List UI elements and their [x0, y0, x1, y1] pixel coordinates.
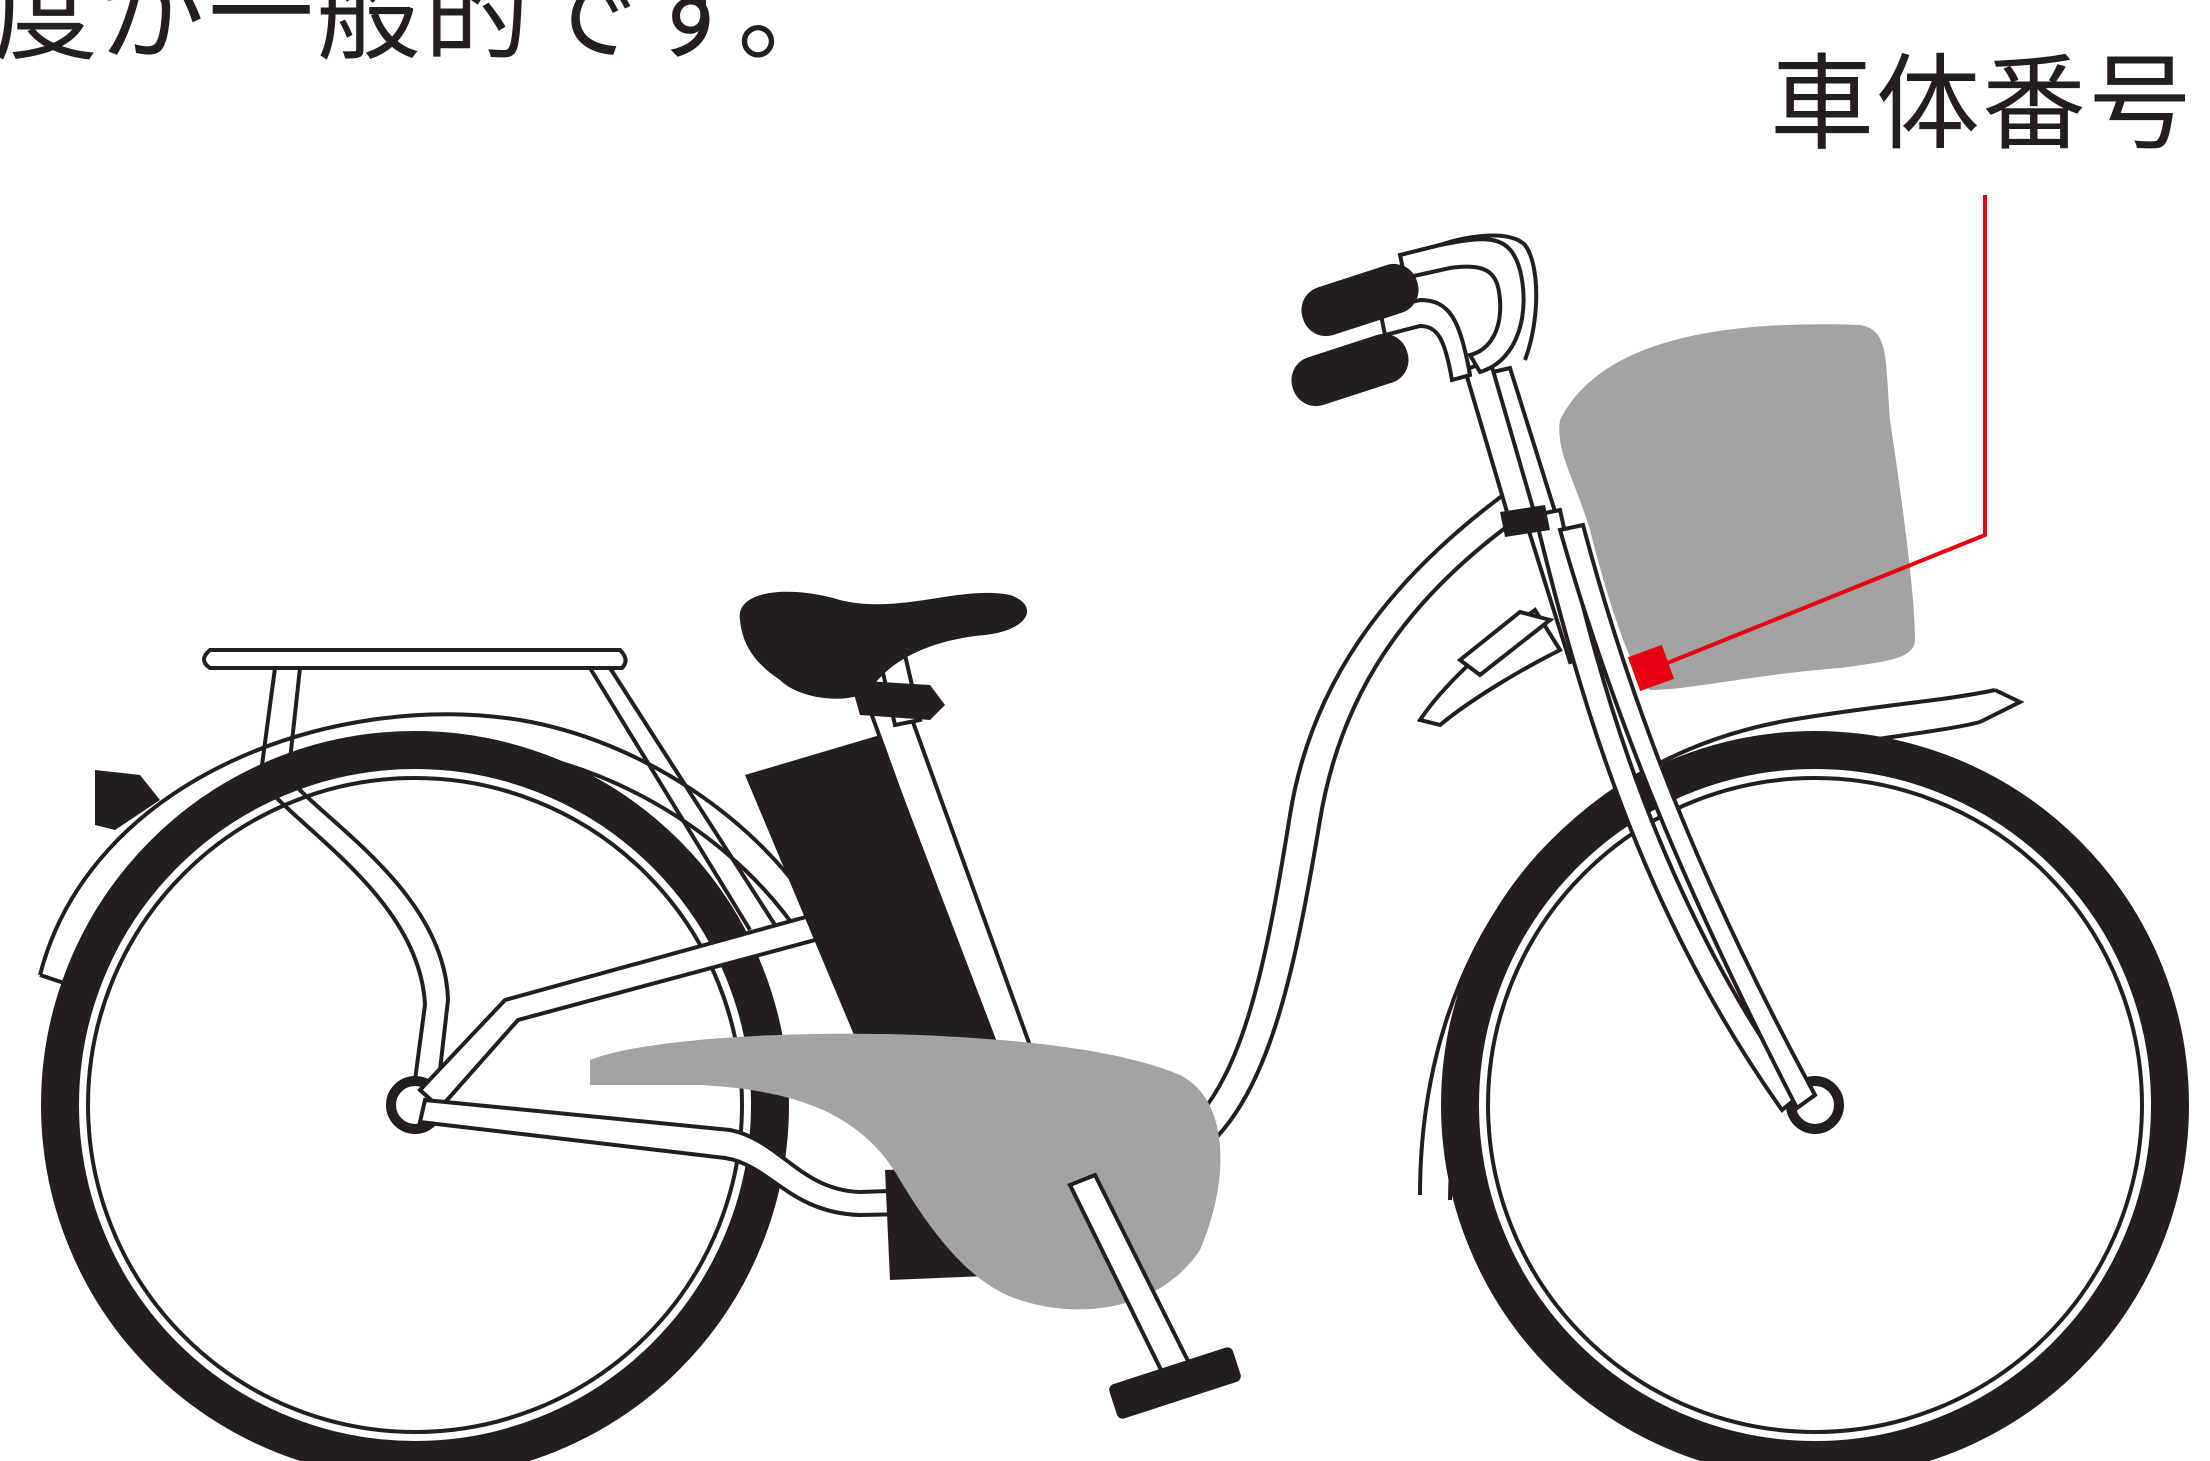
crank-pedal: [1067, 1172, 1241, 1419]
front-wheel: [1441, 731, 2189, 1461]
frame-number-marker: [1627, 644, 1675, 692]
chain-guard: [590, 1033, 1221, 1310]
rear-mudguard: [38, 712, 822, 987]
left-grip: [1301, 263, 1419, 337]
header-text: 度が一般的です。: [0, 0, 846, 76]
rear-wheel: [41, 731, 789, 1461]
seat-clamp: [850, 680, 945, 720]
stem-collar: [1500, 505, 1550, 537]
frame-number-label: 車体番号: [1770, 43, 2195, 165]
front-fork: [1532, 507, 1818, 1113]
right-grip: [1291, 333, 1409, 407]
saddle: [739, 591, 1028, 699]
frame-number-callout-line: [1654, 195, 1987, 670]
handlebar: [1377, 233, 1539, 525]
front-mudguard: [1418, 688, 2025, 1201]
rear-flap: [95, 770, 160, 830]
rear-carrier: [202, 648, 777, 1081]
